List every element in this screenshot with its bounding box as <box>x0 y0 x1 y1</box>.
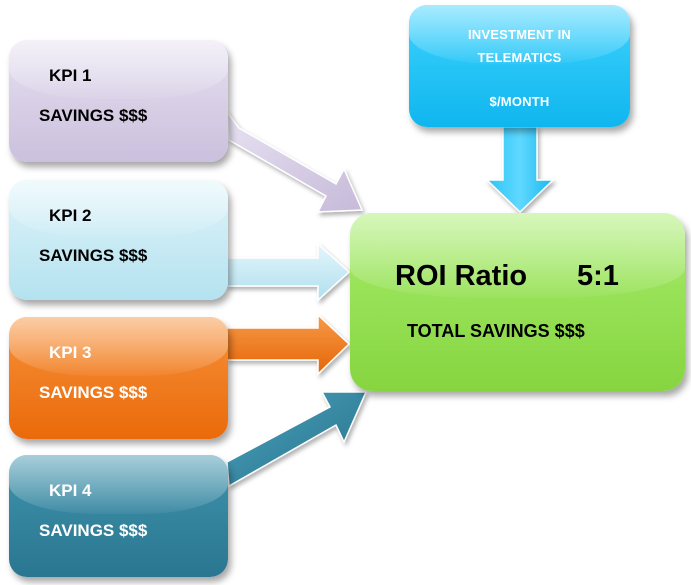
kpi-4-title: KPI 4 <box>49 481 92 500</box>
kpi-1-savings: SAVINGS $$$ <box>39 106 148 125</box>
kpi-1-title: KPI 1 <box>49 66 92 85</box>
roi-total-savings: TOTAL SAVINGS $$$ <box>407 321 585 341</box>
box-highlight <box>9 455 228 514</box>
kpi-2-savings: SAVINGS $$$ <box>39 246 148 265</box>
box-highlight <box>9 317 228 376</box>
box-highlight <box>9 180 228 238</box>
arrow-kpi4 <box>226 391 368 488</box>
kpi-3-savings: SAVINGS $$$ <box>39 383 148 402</box>
roi-box: ROI Ratio 5:1 TOTAL SAVINGS $$$ <box>350 213 685 391</box>
investment-label-line2: TELEMATICS <box>477 50 562 65</box>
kpi-2-box: KPI 2 SAVINGS $$$ <box>9 180 228 300</box>
kpi-3-title: KPI 3 <box>49 343 92 362</box>
kpi-4-savings: SAVINGS $$$ <box>39 521 148 540</box>
box-highlight <box>9 40 228 99</box>
investment-label-line1: INVESTMENT IN <box>468 27 571 42</box>
kpi-3-box: KPI 3 SAVINGS $$$ <box>9 317 228 439</box>
kpi-1-box: KPI 1 SAVINGS $$$ <box>9 40 228 162</box>
kpi-2-title: KPI 2 <box>49 206 92 225</box>
roi-ratio-value: 5:1 <box>577 260 619 292</box>
kpi-4-box: KPI 4 SAVINGS $$$ <box>9 455 228 577</box>
arrow-kpi2 <box>226 242 351 302</box>
roi-title: ROI Ratio <box>395 260 528 292</box>
arrow-investment <box>485 126 555 214</box>
investment-unit: $/MONTH <box>489 94 550 109</box>
investment-box: INVESTMENT IN TELEMATICS $/MONTH <box>409 5 630 127</box>
arrow-kpi3 <box>226 313 351 376</box>
arrow-kpi1 <box>226 109 364 213</box>
